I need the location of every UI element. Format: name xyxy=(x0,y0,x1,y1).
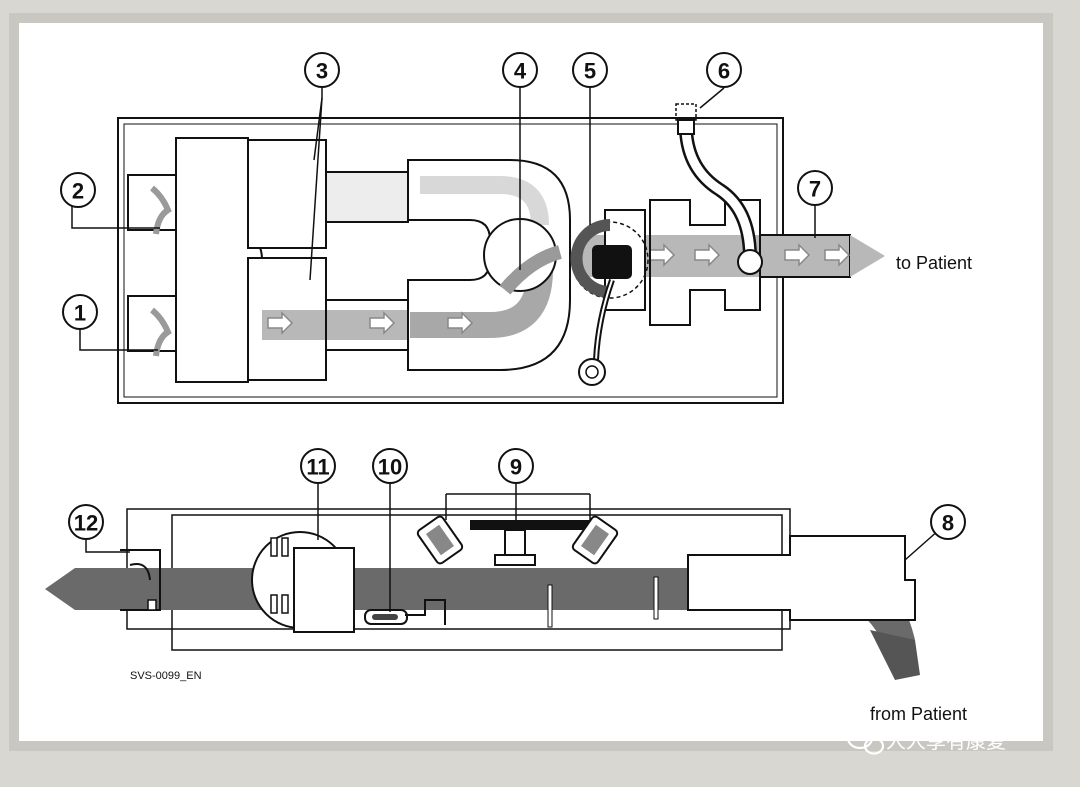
leader-9 xyxy=(445,482,591,520)
watermark-text: 人人享有康复 xyxy=(886,729,1006,753)
callout-9: 9 xyxy=(498,448,534,484)
inspiratory-module xyxy=(117,103,885,404)
callout-number: 6 xyxy=(718,59,730,84)
exhalation-valve-left-clip xyxy=(416,515,464,565)
callout-number: 3 xyxy=(316,59,328,84)
callout-circle xyxy=(930,504,966,540)
tube-marker-2 xyxy=(653,576,659,620)
inlet-port-2 xyxy=(127,174,181,231)
callout-number: 7 xyxy=(809,177,821,202)
callout-circle xyxy=(797,170,833,206)
figure-code: SVS-0099_EN xyxy=(130,670,202,682)
inlet-flow-2 xyxy=(150,185,172,235)
expiratory-inlet-connector xyxy=(687,535,916,621)
upper-tube xyxy=(325,171,409,223)
expiratory-tube xyxy=(75,568,715,610)
lower-flow-arrows xyxy=(267,311,474,335)
callout-circle xyxy=(502,52,538,88)
callout-number: 2 xyxy=(72,179,84,204)
mixing-port-flow xyxy=(499,245,563,295)
callout-6: 6 xyxy=(706,52,742,88)
callout-number: 11 xyxy=(306,455,329,480)
leader-3b xyxy=(309,97,323,281)
o2-sensor-port xyxy=(737,249,763,275)
exhaust-arrow xyxy=(45,568,75,610)
check-valve-seal xyxy=(570,219,611,298)
callout-circle xyxy=(372,448,408,484)
callout-4: 4 xyxy=(502,52,538,88)
callout-5: 5 xyxy=(572,52,608,88)
callout-12: 12 xyxy=(68,504,104,540)
leader-6 xyxy=(699,87,725,109)
callout-circle xyxy=(304,52,340,88)
callout-number: 1 xyxy=(74,301,86,326)
callout-8: 8 xyxy=(930,504,966,540)
expiratory-module xyxy=(45,508,920,680)
check-valve-flap xyxy=(592,245,632,279)
callout-7: 7 xyxy=(797,170,833,206)
exhalation-valve-plate xyxy=(470,520,590,530)
callout-11: 11 xyxy=(300,448,336,484)
wechat-bubble-icon xyxy=(846,726,885,755)
callout-circle xyxy=(68,504,104,540)
callout-circle xyxy=(572,52,608,88)
callout-1: 1 xyxy=(62,294,98,330)
callout-circle xyxy=(60,172,96,208)
tube-marker-1 xyxy=(547,584,553,628)
flow-sensor-pins xyxy=(270,537,289,614)
from-patient-label: from Patient xyxy=(870,704,967,724)
outlet-valve-housing xyxy=(649,199,761,326)
watermark: 人人享有康复 xyxy=(846,726,1006,755)
callout-number: 5 xyxy=(584,59,596,84)
leader-12 xyxy=(85,537,130,553)
callout-2: 2 xyxy=(60,172,96,208)
callout-number: 4 xyxy=(514,59,527,84)
callout-circle xyxy=(706,52,742,88)
exhalation-valve-right-clip xyxy=(571,515,619,565)
inlet-port-1 xyxy=(127,295,181,352)
callout-number: 12 xyxy=(74,511,98,536)
flow-sensor-body xyxy=(293,547,355,633)
callout-number: 8 xyxy=(942,511,954,536)
exhalation-valve-stem xyxy=(504,529,526,559)
callout-number: 10 xyxy=(378,455,402,480)
inlet-flow-1 xyxy=(150,307,172,357)
callout-circle xyxy=(498,448,534,484)
callout-circle xyxy=(300,448,336,484)
outlet-flow-arrows xyxy=(649,243,851,267)
callout-3: 3 xyxy=(304,52,340,88)
callout-number: 9 xyxy=(510,455,522,480)
callout-10: 10 xyxy=(372,448,408,484)
to-patient-label: to Patient xyxy=(896,253,972,273)
paper-border xyxy=(9,13,1053,751)
exhaust-port xyxy=(120,549,161,611)
callout-circle xyxy=(62,294,98,330)
mixing-flow-upper xyxy=(420,176,549,226)
outlet-arrow-head xyxy=(850,235,885,277)
expiratory-inlet-end xyxy=(870,630,920,680)
